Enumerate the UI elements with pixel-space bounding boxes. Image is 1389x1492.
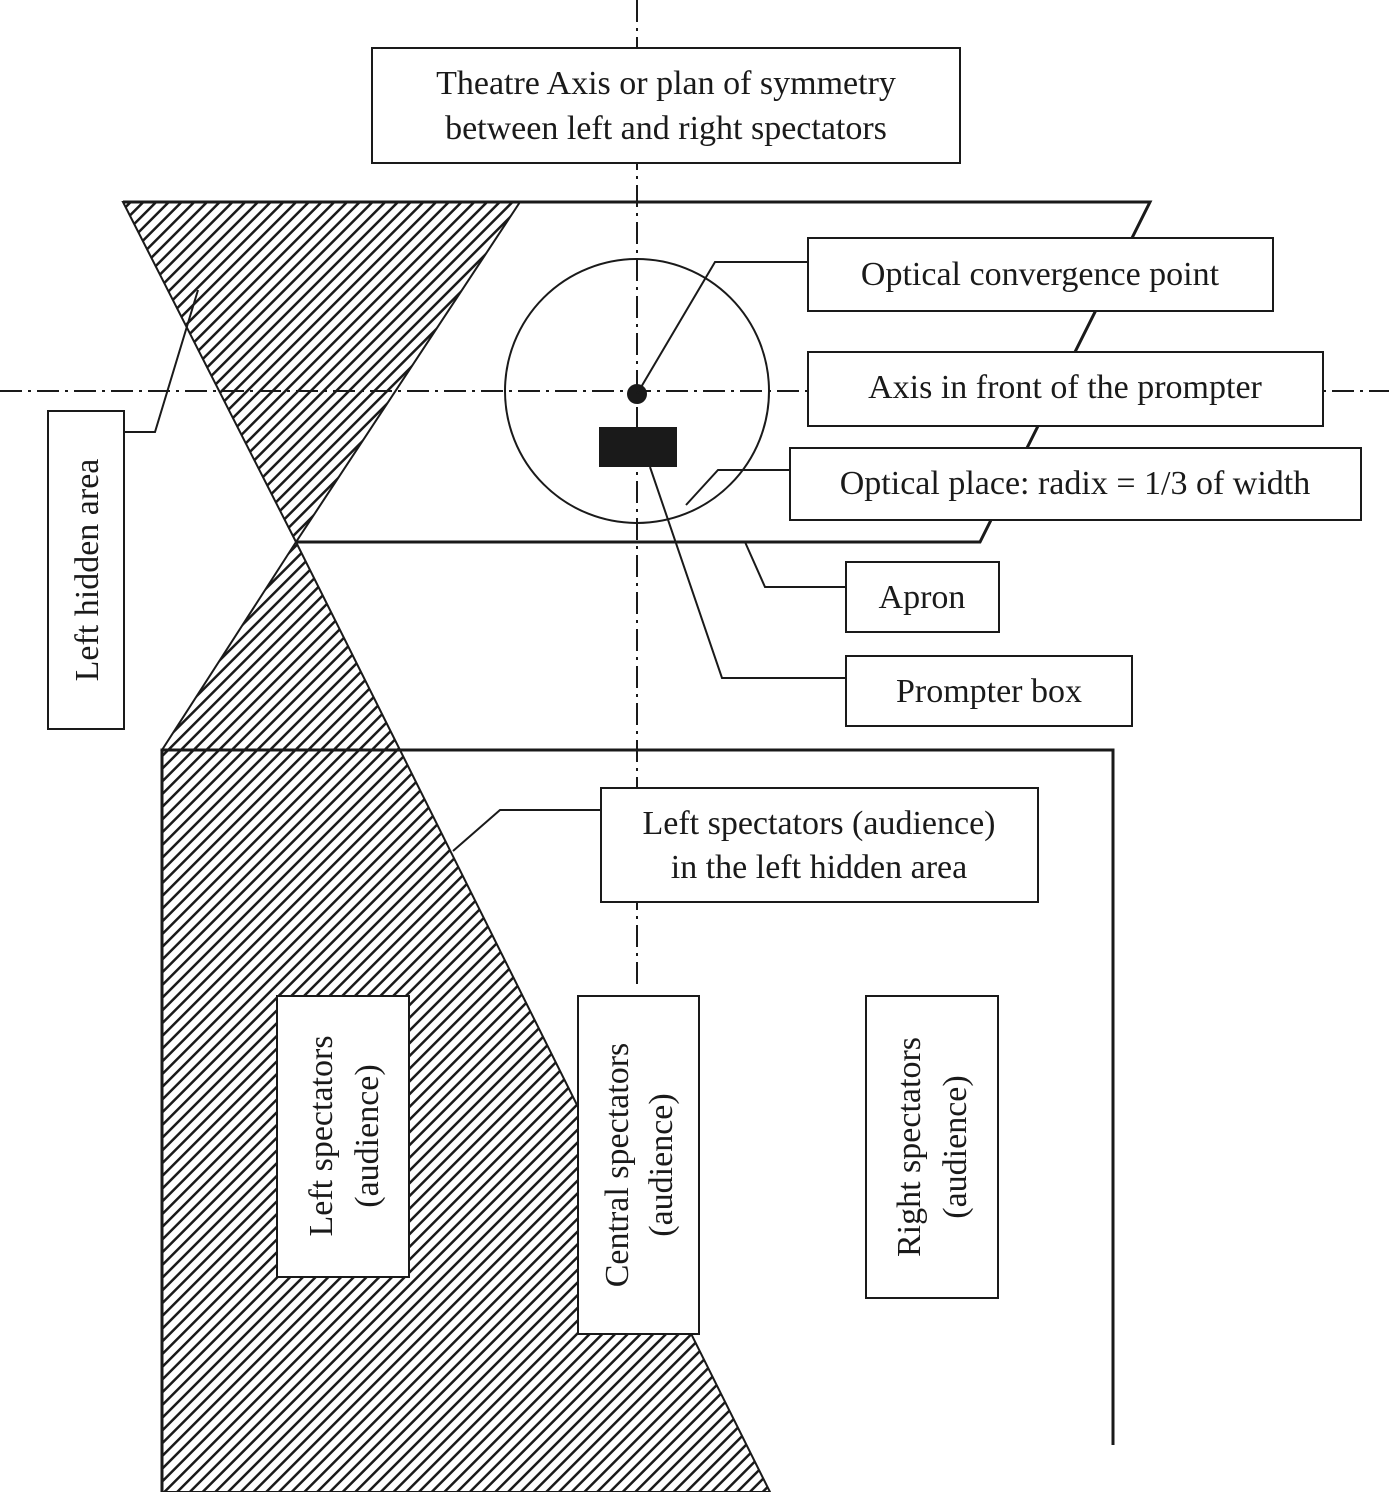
theatre-axis-label: Theatre Axis or plan of symmetry between… <box>371 47 961 164</box>
prompter-box-label: Prompter box <box>845 655 1133 727</box>
leader-apron <box>744 541 846 588</box>
svg-text:(audience): (audience) <box>937 1075 974 1218</box>
svg-text:Theatre Axis or plan of symmet: Theatre Axis or plan of symmetry <box>436 65 896 102</box>
svg-text:Left spectators (audience): Left spectators (audience) <box>642 805 995 842</box>
left-hidden-area-label: Left hidden area <box>47 410 125 730</box>
upper-hidden-area <box>121 201 522 544</box>
axis-prompter-label: Axis in front of the prompter <box>807 351 1324 427</box>
svg-text:in the left hidden area: in the left hidden area <box>671 849 967 886</box>
prompter-box-mark <box>599 427 677 467</box>
central-spectators-label: Central spectators (audience) <box>577 995 700 1335</box>
leader-left-hidden-area <box>124 289 199 433</box>
svg-text:Axis in front of the prompter: Axis in front of the prompter <box>868 369 1262 406</box>
right-spectators-label: Right spectators (audience) <box>865 995 999 1299</box>
left-spectators-label: Left spectators (audience) <box>276 995 410 1278</box>
svg-text:Right spectators: Right spectators <box>891 1037 928 1257</box>
svg-text:(audience): (audience) <box>643 1093 680 1236</box>
leader-optical-place <box>685 469 790 506</box>
apron-label: Apron <box>845 561 1000 633</box>
left-spectators-hidden-label: Left spectators (audience) in the left h… <box>600 787 1039 903</box>
optical-convergence-label: Optical convergence point <box>807 237 1274 312</box>
svg-text:(audience): (audience) <box>349 1064 386 1207</box>
svg-text:Central spectators: Central spectators <box>599 1043 636 1288</box>
lower-hidden-wedge <box>160 539 402 751</box>
svg-text:Prompter box: Prompter box <box>896 673 1082 710</box>
optical-place-label: Optical place: radix = 1/3 of width <box>789 447 1362 521</box>
svg-text:Left spectators: Left spectators <box>303 1035 340 1236</box>
svg-text:Left hidden area: Left hidden area <box>69 459 106 682</box>
optical-place-circle <box>504 258 770 524</box>
svg-text:Optical convergence point: Optical convergence point <box>861 256 1220 293</box>
svg-text:between left and right spectat: between left and right spectators <box>445 110 887 147</box>
leader-prompter-box <box>649 466 846 679</box>
svg-text:Optical place: radix = 1/3 of: Optical place: radix = 1/3 of width <box>840 465 1311 502</box>
svg-text:Apron: Apron <box>879 579 966 616</box>
leader-left-spectators-hidden <box>452 809 601 852</box>
leader-optical-convergence <box>636 261 808 395</box>
